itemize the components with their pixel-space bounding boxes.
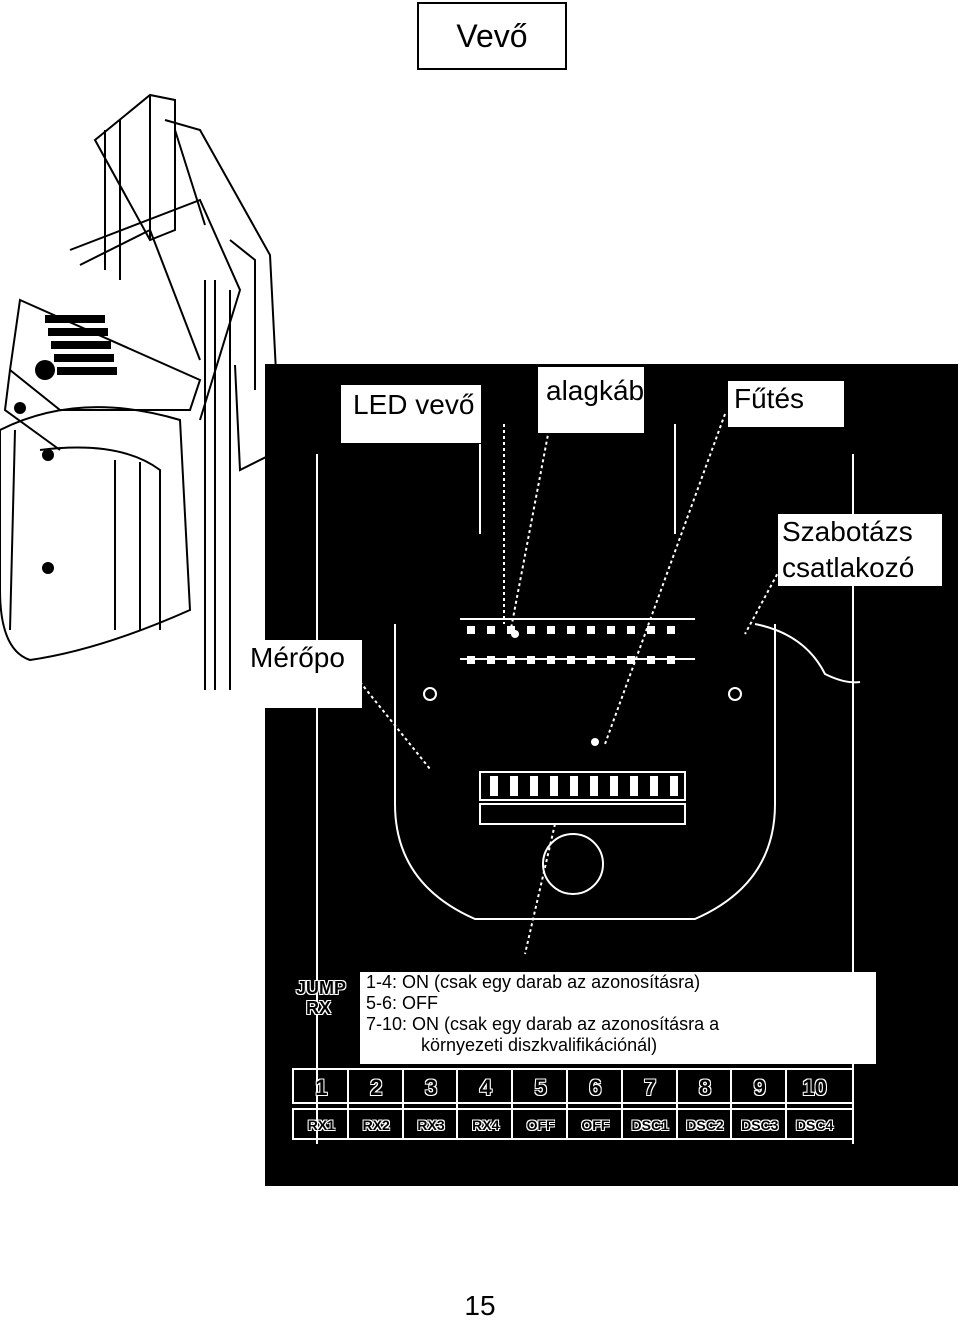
label-cable-text: alagkáb [546,375,645,406]
setting-line: 1-4: ON (csak egy darab az azonosításra) [366,972,701,992]
label-tamper-connector: Szabotázs csatlakozó [778,514,942,586]
dip-label-row: RX1 RX2 RX3 RX4 OFF OFF DSC1 DSC2 DSC3 D… [294,1110,842,1140]
dip-number: 6 [589,1075,602,1100]
dip-number: 7 [644,1075,657,1100]
label-measure-point: Mérőpo [246,640,362,708]
dip-label: DSC1 [631,1117,669,1133]
dip-label: RX1 [307,1117,336,1133]
setting-line: 5-6: OFF [366,993,439,1013]
label-led-text: LED vevő [353,389,475,420]
page-number: 15 [464,1290,496,1321]
dip-label: RX3 [417,1117,445,1133]
jumper-header: JUMP RX [296,978,346,1018]
device-sketch [0,93,282,690]
label-cable: alagkáb [537,366,645,434]
dip-number-row: 1 2 3 4 5 6 7 8 9 10 [294,1071,842,1105]
setting-line: 7-10: ON (csak egy darab az azonosításra… [366,1014,720,1034]
jumper-header-line2: RX [306,998,332,1018]
dip-number: 5 [534,1075,547,1100]
label-heating-text: Fűtés [734,383,805,414]
label-led-receiver: LED vevő [340,384,482,444]
label-tamper-line1: Szabotázs [782,516,913,547]
page-title: Vevő [417,2,567,70]
jumper-header-line1: JUMP [296,978,347,998]
dip-number: 1 [315,1075,328,1100]
dip-label: DSC2 [686,1117,724,1133]
dip-label: DSC3 [741,1117,779,1133]
dip-label: RX4 [472,1117,500,1133]
dip-label: OFF [581,1117,610,1133]
dip-number: 10 [802,1075,827,1100]
dip-number: 3 [424,1075,438,1100]
jumper-settings: 1-4: ON (csak egy darab az azonosításra)… [360,972,876,1064]
dip-number: 8 [698,1075,712,1100]
dip-number: 2 [370,1075,383,1100]
dip-number: 4 [479,1075,492,1100]
dip-label: RX2 [362,1117,390,1133]
setting-line: környezeti diszkvalifikációnál) [421,1035,658,1055]
label-tamper-line2: csatlakozó [782,552,915,583]
label-measure-text: Mérőpo [250,642,345,673]
dip-label: DSC4 [795,1117,834,1133]
dip-number: 9 [753,1075,766,1100]
label-heating: Fűtés [727,380,845,428]
dip-label: OFF [526,1117,555,1133]
